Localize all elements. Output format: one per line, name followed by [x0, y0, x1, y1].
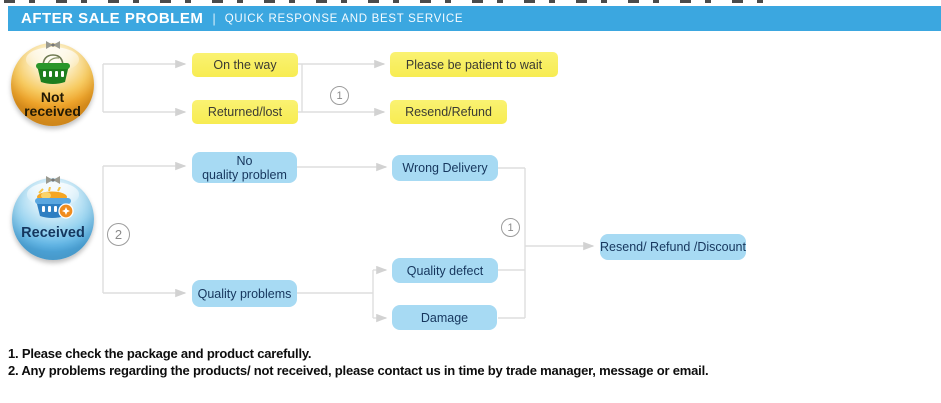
footer-note-1: 1. Please check the package and product … [8, 346, 312, 361]
page-subtitle: QUICK RESPONSE AND BEST SERVICE [224, 12, 464, 25]
footer-note-2: 2. Any problems regarding the products/ … [8, 363, 709, 378]
not-received-label: Not received [24, 89, 81, 120]
footer-notes: 1. Please check the package and product … [8, 345, 709, 379]
step-circle-2: 2 [107, 223, 130, 246]
connector-lines [102, 59, 595, 323]
node-returned-lost: Returned/lost [192, 100, 298, 124]
node-no-quality-problem: No quality problem [192, 152, 297, 183]
not-received-node: Not received [11, 41, 94, 126]
title-divider: | [212, 11, 216, 26]
node-on-the-way: On the way [192, 53, 298, 77]
step-circle-1-top: 1 [330, 86, 349, 105]
green-basket-icon [30, 52, 76, 91]
node-wrong-delivery: Wrong Delivery [392, 155, 498, 181]
node-quality-defect: Quality defect [392, 258, 498, 283]
node-resend-refund-discount: Resend/ Refund /Discount [600, 234, 746, 260]
blue-basket-icon [29, 186, 77, 226]
node-quality-problems: Quality problems [192, 280, 297, 307]
step-circle-1-bottom: 1 [501, 218, 520, 237]
node-please-wait: Please be patient to wait [390, 52, 558, 77]
page-title: AFTER SALE PROBLEM [21, 10, 204, 27]
ornament-clasp-icon [45, 36, 61, 54]
ornament-clasp-icon [45, 171, 61, 189]
received-node: Received [12, 176, 94, 260]
node-damage: Damage [392, 305, 497, 330]
header-bar: AFTER SALE PROBLEM | QUICK RESPONSE AND … [8, 6, 941, 31]
node-resend-refund: Resend/Refund [390, 100, 507, 124]
received-label: Received [21, 225, 85, 241]
cropped-text-artifact [4, 0, 764, 3]
